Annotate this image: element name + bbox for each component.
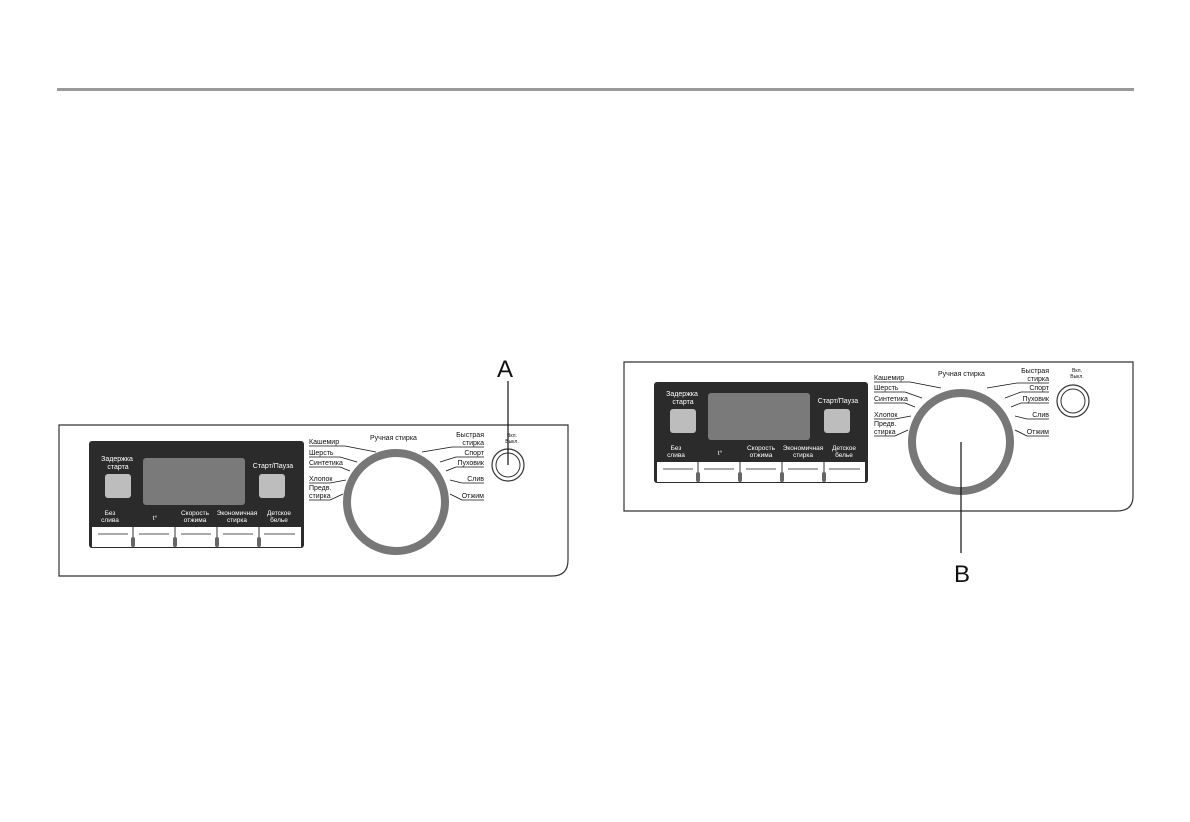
start-pause-label: Старт/Пауза xyxy=(253,463,294,470)
svg-text:Ручная стирка: Ручная стирка xyxy=(370,435,417,442)
svg-text:Отжим: Отжим xyxy=(1027,429,1049,436)
svg-text:Отжим: Отжим xyxy=(462,493,484,500)
display-screen xyxy=(143,458,245,505)
start-pause-button[interactable] xyxy=(824,409,850,433)
svg-text:Синтетика: Синтетика xyxy=(309,460,343,467)
callout-b: B xyxy=(954,561,970,588)
svg-text:Предв.стирка: Предв.стирка xyxy=(874,421,896,436)
svg-text:Хлопок: Хлопок xyxy=(309,476,333,483)
power-button[interactable] xyxy=(1056,384,1090,418)
power-label: Вкл.Выкл. xyxy=(1070,368,1083,380)
start-pause-button[interactable] xyxy=(259,474,285,498)
program-dial[interactable] xyxy=(343,449,449,555)
svg-text:Слив: Слив xyxy=(467,476,484,483)
svg-text:Кашемир: Кашемир xyxy=(874,375,904,382)
svg-text:Пуховик: Пуховик xyxy=(1022,396,1049,403)
svg-text:Хлопок: Хлопок xyxy=(874,412,898,419)
power-label: Вкл.Выкл. xyxy=(505,433,518,445)
display-screen xyxy=(708,393,810,440)
program-labels-left: Ручная стирка Кашемир Шерсть Синтетика Х… xyxy=(309,432,485,500)
delay-start-label: Задержка старта xyxy=(666,391,700,406)
start-pause-label: Старт/Пауза xyxy=(818,398,859,405)
delay-start-label: Задержка старта xyxy=(101,456,135,471)
svg-text:Спорт: Спорт xyxy=(464,450,484,457)
top-rule xyxy=(57,88,1134,91)
svg-text:Ручная стирка: Ручная стирка xyxy=(938,371,985,378)
delay-start-button[interactable] xyxy=(670,409,696,433)
svg-text:Шерсть: Шерсть xyxy=(309,450,334,457)
svg-text:Шерсть: Шерсть xyxy=(874,385,899,392)
svg-text:Кашемир: Кашемир xyxy=(309,439,339,446)
delay-start-button[interactable] xyxy=(105,474,131,498)
svg-text:Пуховик: Пуховик xyxy=(457,460,484,467)
temperature-label: t° xyxy=(718,449,723,457)
svg-text:Предв.стирка: Предв.стирка xyxy=(309,485,331,500)
callout-a: A xyxy=(497,356,513,383)
svg-text:Спорт: Спорт xyxy=(1029,385,1049,392)
temperature-label: t° xyxy=(153,514,158,522)
svg-text:Слив: Слив xyxy=(1032,412,1049,419)
program-labels-right: Ручная стирка Кашемир Шерсть Синтетика Х… xyxy=(874,368,1050,436)
svg-text:Синтетика: Синтетика xyxy=(874,396,908,403)
